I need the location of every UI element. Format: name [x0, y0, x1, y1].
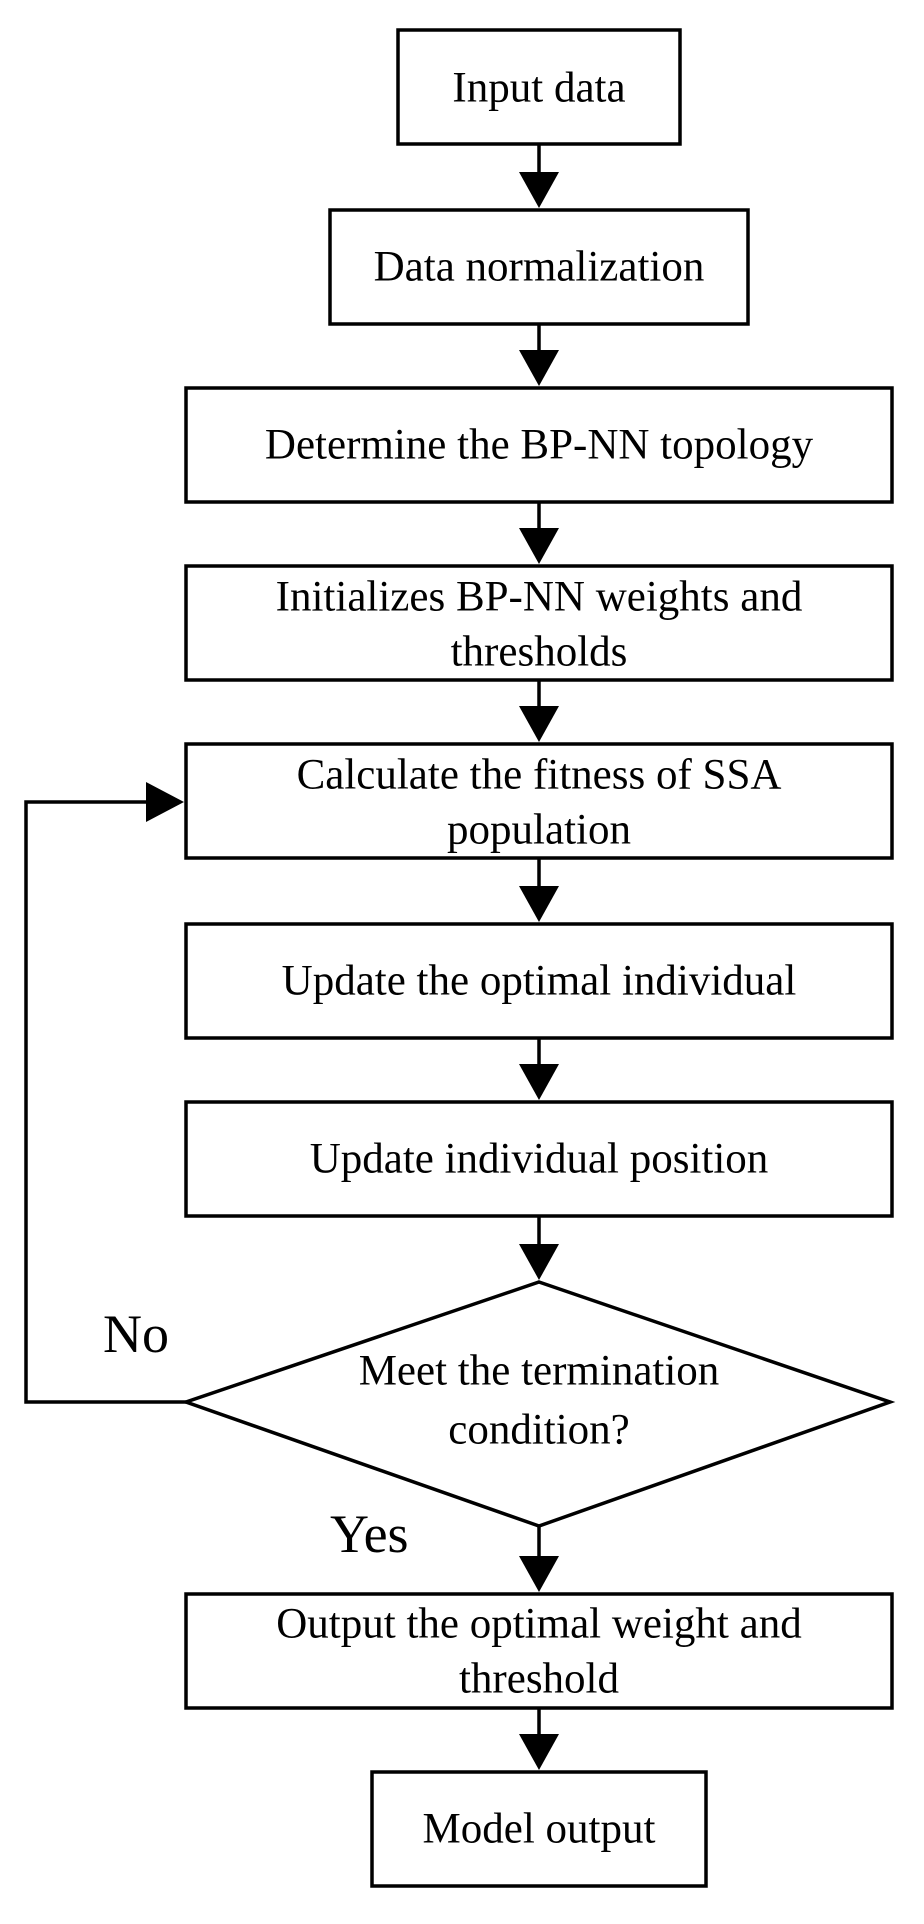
label-output-weights-line-1: Output the optimal weight and [276, 1601, 801, 1648]
branch-label-yes: Yes [330, 1504, 409, 1564]
node-output-weights [184, 1592, 894, 1710]
label-calculate-fitness-line-2: population [447, 807, 631, 854]
label-update-optimal: Update the optimal individual [282, 958, 797, 1005]
label-data-normalization: Data normalization [374, 244, 705, 291]
node-input-data [396, 28, 682, 146]
arrowhead-down [519, 706, 559, 742]
label-output-weights-line-2: threshold [459, 1656, 619, 1703]
node-termination-decision [180, 1280, 896, 1528]
arrowhead-down [519, 1244, 559, 1280]
arrowhead-down [519, 350, 559, 386]
arrowhead-down [519, 1064, 559, 1100]
arrowhead-down [519, 528, 559, 564]
arrowhead-down [519, 886, 559, 922]
label-initialize-weights-line-1: Initializes BP-NN weights and [276, 574, 803, 621]
label-termination-decision-line-2: condition? [448, 1407, 630, 1454]
node-data-normalization [328, 208, 750, 326]
node-update-optimal [184, 922, 894, 1040]
edge-no-loop-back [24, 800, 186, 1404]
label-update-position: Update individual position [310, 1136, 769, 1183]
arrowhead-down [519, 1734, 559, 1770]
arrowhead-down [519, 1556, 559, 1592]
label-termination-decision-line-1: Meet the termination [359, 1348, 720, 1395]
label-model-output: Model output [423, 1806, 656, 1853]
node-model-output [370, 1770, 708, 1888]
node-determine-topology [184, 386, 894, 504]
label-determine-topology: Determine the BP-NN topology [265, 422, 814, 469]
branch-label-no: No [103, 1304, 169, 1364]
label-input-data: Input data [452, 65, 625, 112]
arrowhead-right [146, 782, 184, 822]
arrowhead-down [519, 172, 559, 208]
label-calculate-fitness-line-1: Calculate the fitness of SSA [297, 752, 782, 799]
node-initialize-weights [184, 564, 894, 682]
label-initialize-weights-line-2: thresholds [451, 629, 628, 676]
